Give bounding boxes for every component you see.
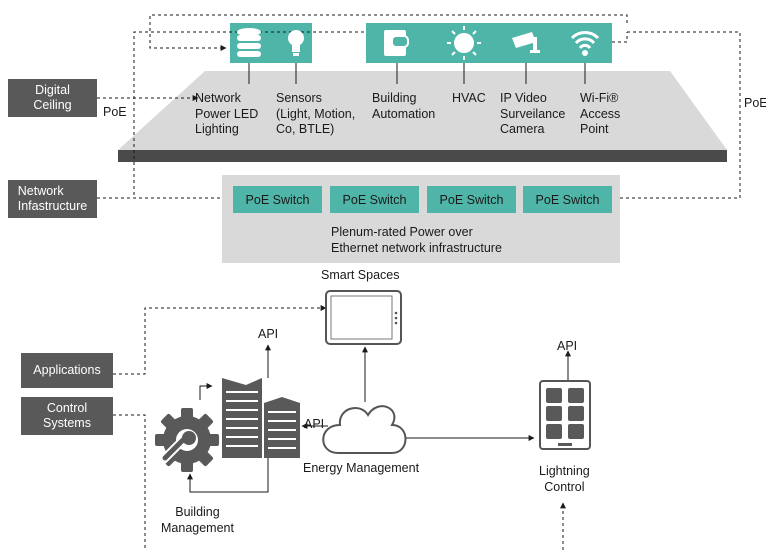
label-line: Lighting (195, 122, 239, 136)
buildings-icon (222, 378, 300, 458)
lighting-control-label: Lightning Control (539, 464, 590, 495)
camera-icon (512, 32, 540, 53)
ceiling-bar (118, 150, 727, 162)
label-line: Power LED (195, 106, 259, 121)
label-line: Lightning (539, 464, 590, 478)
label-line: Building (372, 91, 417, 105)
poe-right-label: PoE (744, 96, 766, 110)
ceiling-item-lighting: Network Power LED Lighting (195, 91, 258, 138)
label-line: Management (161, 520, 234, 535)
poe-switch-1: PoE Switch (233, 186, 322, 213)
api-cloud-label: API (304, 417, 325, 431)
label-line: Ethernet network infrastructure (331, 240, 502, 255)
cloud-icon (322, 405, 407, 454)
label-line: Co, BTLE) (276, 122, 335, 136)
smart-spaces-label: Smart Spaces (321, 268, 400, 282)
label-line: Network (195, 91, 241, 105)
ceiling-item-hvac: HVAC (452, 91, 486, 107)
label-line: Sensors (276, 91, 322, 105)
ceiling-item-building-automation: Building Automation (372, 91, 435, 122)
lightbulb-icon (288, 30, 304, 56)
label-line: Point (580, 122, 609, 136)
poe-switch-2: PoE Switch (330, 186, 419, 213)
api-building-label: API (258, 327, 279, 341)
network-infrastructure-box: Network Infastructure (8, 180, 97, 218)
label-line: Network (17, 184, 64, 198)
label-line: Building (175, 505, 220, 519)
api-lighting-label: API (557, 339, 578, 353)
label-line: Access (580, 106, 621, 121)
lighting-panel-icon (539, 380, 591, 450)
poe-left-label: PoE (103, 105, 127, 119)
label-line: Surveilance (500, 106, 566, 121)
energy-management-label: Energy Management (303, 461, 420, 475)
tablet-icon (325, 290, 402, 345)
label-line: Automation (372, 106, 436, 121)
applications-box: Applications (21, 353, 113, 388)
database-icon (237, 28, 261, 57)
digital-ceiling-box: Digital Ceiling (8, 79, 97, 117)
wifi-icon (570, 31, 600, 56)
label-line: Control (544, 479, 585, 494)
building-management-label: Building Management (161, 505, 234, 536)
label-line: (Light, Motion, (276, 106, 356, 121)
label-line: HVAC (452, 91, 486, 105)
ceiling-item-sensors: Sensors (Light, Motion, Co, BTLE) (276, 91, 355, 138)
poe-switch-3: PoE Switch (427, 186, 516, 213)
ceiling-plane (118, 71, 727, 150)
control-systems-box: Control Systems (21, 397, 113, 435)
label-line: Systems (43, 416, 91, 430)
plenum-label: Plenum-rated Power over Ethernet network… (331, 225, 502, 256)
label-line: Applications (33, 363, 101, 377)
label-line: Camera (500, 122, 545, 136)
gear-wrench-icon (155, 408, 219, 472)
poe-switch-4: PoE Switch (523, 186, 612, 213)
sun-icon (447, 26, 481, 60)
ceiling-item-camera: IP Video Surveilance Camera (500, 91, 565, 138)
tablet-chat-icon (384, 30, 409, 56)
label-line: Wi-Fi® (580, 91, 619, 105)
label-line: Digital (35, 83, 70, 97)
label-line: Ceiling (33, 98, 72, 112)
label-line: IP Video (500, 91, 547, 105)
ceiling-item-wifi: Wi-Fi® Access Point (580, 91, 620, 138)
label-line: Plenum-rated Power over (331, 225, 473, 239)
label-line: Control (46, 401, 88, 415)
label-line: Infastructure (17, 199, 88, 213)
